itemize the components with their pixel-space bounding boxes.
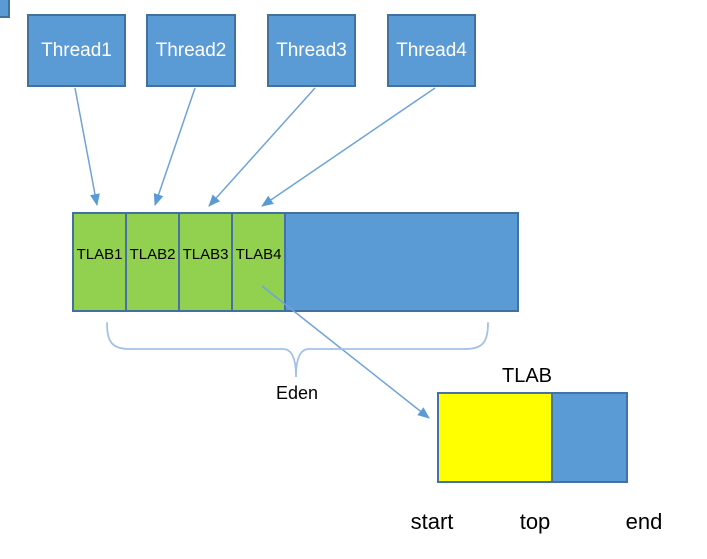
eden-space-bar: TLAB1 TLAB2 TLAB3 TLAB4 <box>72 212 519 312</box>
eden-label: Eden <box>275 383 319 403</box>
tlab2-label: TLAB2 <box>129 245 176 263</box>
eden-brace <box>106 322 489 378</box>
arrow-thread2-to-tlab2 <box>153 87 196 206</box>
tlab-end-marker-label: end <box>625 509 663 534</box>
thread4-box: Thread4 <box>387 14 476 87</box>
tlab3-block: TLAB3 <box>180 214 233 310</box>
thread2-label: Thread2 <box>155 39 227 61</box>
thread1-box: Thread1 <box>27 14 126 87</box>
thread3-box: Thread3 <box>267 14 356 87</box>
tlab-top-marker-label: top <box>519 509 551 534</box>
tlab4-label: TLAB4 <box>235 245 282 263</box>
thread1-label: Thread1 <box>41 39 112 61</box>
tlab3-label: TLAB3 <box>182 245 229 263</box>
corner-clipped-shape <box>0 0 10 18</box>
thread2-box: Thread2 <box>146 14 236 87</box>
tlab4-block: TLAB4 <box>233 214 286 310</box>
tlab-free-region <box>553 392 628 483</box>
arrow-thread1-to-tlab1 <box>74 87 100 206</box>
arrow-thread3-to-tlab3 <box>208 87 316 207</box>
tlab1-label: TLAB1 <box>76 245 123 263</box>
tlab-used-region <box>437 392 553 483</box>
tlab2-block: TLAB2 <box>127 214 180 310</box>
arrow-thread4-to-tlab4 <box>261 87 436 207</box>
tlab-start-marker-label: start <box>410 509 454 534</box>
thread4-label: Thread4 <box>396 39 467 61</box>
thread3-label: Thread3 <box>276 39 347 61</box>
tlab1-block: TLAB1 <box>74 214 127 310</box>
tlab-detail-box <box>437 392 628 483</box>
tlab-detail-title: TLAB <box>501 365 553 387</box>
